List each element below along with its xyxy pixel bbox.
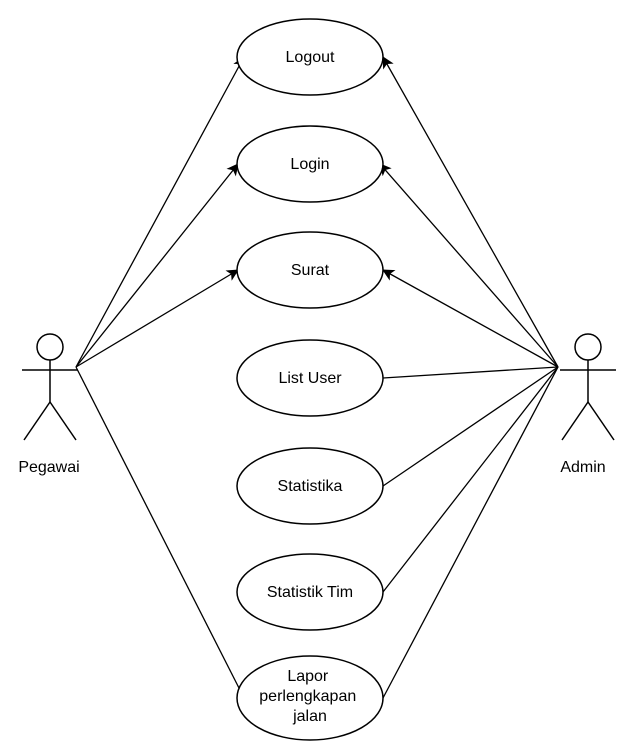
use-case-label: Logout [286,49,335,66]
stick-figure-icon [560,333,616,441]
use-case-label: Surat [291,262,330,279]
use-case-label: List User [278,370,342,387]
use-case-lapor-perlengkapan-jalan[interactable]: Lapor perlengkapan jalan [236,655,384,741]
association-admin-list-user [382,366,559,379]
actor-admin[interactable]: Admin [560,333,616,476]
association-admin-surat [382,269,559,368]
association-pegawai-surat [75,269,239,368]
actor-label-pegawai: Pegawai [18,459,79,476]
use-case-label: Statistik Tim [267,584,353,601]
use-case-logout[interactable]: Logout [236,18,384,96]
use-case-label: Login [290,156,329,173]
associations-layer [75,56,559,699]
use-case-login[interactable]: Login [236,125,384,203]
use-case-statistika[interactable]: Statistika [236,447,384,525]
use-case-list-user[interactable]: List User [236,339,384,417]
use-case-label: Statistika [278,478,343,495]
association-admin-logout [382,56,559,368]
use-case-surat[interactable]: Surat [236,231,384,309]
stick-figure-icon [22,333,78,441]
association-admin-lapor [382,366,559,699]
actor-label-admin: Admin [560,459,605,476]
association-admin-login [379,163,559,368]
association-admin-statistika [382,366,559,487]
actor-pegawai[interactable]: Pegawai [18,333,80,476]
association-pegawai-logout [75,56,245,368]
use-case-label: Lapor perlengkapan jalan [259,668,360,725]
association-pegawai-login [75,163,239,368]
association-pegawai-lapor [75,366,241,691]
use-case-statistik-tim[interactable]: Statistik Tim [236,553,384,631]
association-admin-statistik-tim [382,366,559,593]
